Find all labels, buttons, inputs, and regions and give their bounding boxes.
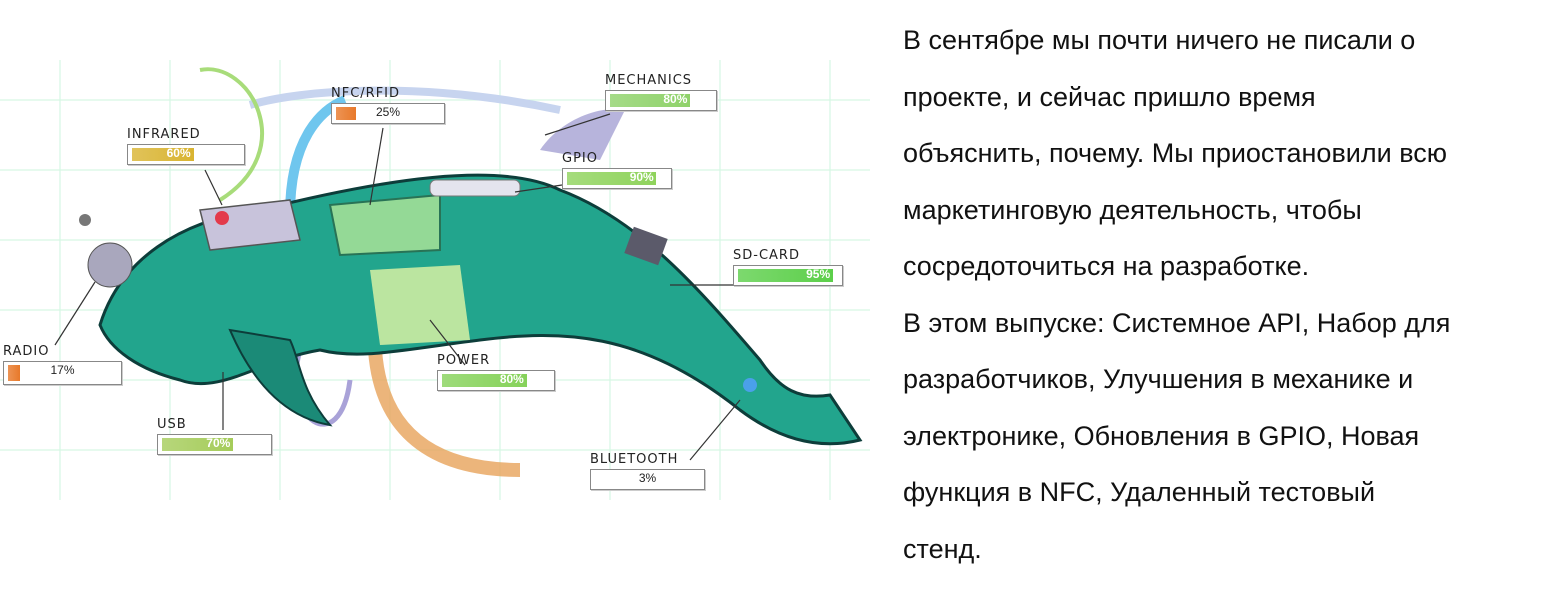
radio-label: Radio 17% xyxy=(3,344,122,385)
dolphin-illustration: Infrared 60% NFC/RFID 25% Mechanics 80% … xyxy=(0,60,870,500)
text-line: разработчиков, Улучшения в механике и xyxy=(903,364,1414,394)
progress-percent: 17% xyxy=(50,363,75,377)
sd-card-label: SD-Card 95% xyxy=(733,248,843,286)
progress-percent: 95% xyxy=(806,267,831,281)
progress-percent: 3% xyxy=(638,471,657,485)
progress-percent: 60% xyxy=(166,146,191,160)
nfc-rfid-label: NFC/RFID 25% xyxy=(331,86,445,124)
label-title: Bluetooth xyxy=(590,452,679,467)
progress-fill xyxy=(567,172,657,185)
text-line: объяснить, почему. Мы приостановили всю xyxy=(903,138,1447,168)
progress-bar: 80% xyxy=(605,90,717,111)
label-title: USB xyxy=(157,417,187,432)
progress-bar: 95% xyxy=(733,265,843,286)
progress-bar: 25% xyxy=(331,103,445,124)
mechanics-label: Mechanics 80% xyxy=(605,73,717,111)
article-text: В сентябре мы почти ничего не писали о п… xyxy=(903,12,1543,577)
progress-bar: 3% xyxy=(590,469,705,490)
progress-bar: 80% xyxy=(437,370,555,391)
label-title: Radio xyxy=(3,344,50,359)
progress-percent: 80% xyxy=(663,92,688,106)
usb-label: USB 70% xyxy=(157,417,272,455)
text-line: В сентябре мы почти ничего не писали о xyxy=(903,25,1416,55)
bluetooth-label: Bluetooth 3% xyxy=(590,452,705,490)
gpio-label: GPIO 90% xyxy=(562,151,672,189)
progress-percent: 90% xyxy=(629,170,654,184)
text-line: электронике, Обновления в GPIO, Новая xyxy=(903,420,1420,451)
label-title: GPIO xyxy=(562,151,598,166)
label-title: Power xyxy=(437,353,491,368)
text-line: функция в NFC, Удаленный тестовый xyxy=(903,477,1376,507)
label-title: SD-Card xyxy=(733,248,800,263)
progress-fill xyxy=(610,94,690,107)
progress-bar: 60% xyxy=(127,144,245,165)
progress-percent: 70% xyxy=(206,436,231,450)
infrared-label: Infrared 60% xyxy=(127,127,245,165)
progress-fill xyxy=(738,269,833,282)
text-line: проекте, и сейчас пришло время xyxy=(903,81,1316,112)
label-title: Mechanics xyxy=(605,73,693,88)
progress-bar: 17% xyxy=(3,361,122,385)
progress-fill xyxy=(8,365,20,381)
label-title: Infrared xyxy=(127,127,201,142)
text-line: сосредоточиться на разработке. xyxy=(903,251,1310,281)
progress-percent: 25% xyxy=(375,105,401,119)
progress-fill xyxy=(442,374,527,387)
text-line: маркетинговую деятельность, чтобы xyxy=(903,194,1362,225)
progress-fill xyxy=(132,148,194,161)
power-label: Power 80% xyxy=(437,353,555,391)
label-title: NFC/RFID xyxy=(331,86,401,101)
dolphin-drawing xyxy=(0,60,870,500)
text-line: В этом выпуске: Системное API, Набор для xyxy=(903,307,1451,338)
progress-fill xyxy=(162,438,234,451)
progress-fill xyxy=(336,107,356,120)
text-line: стенд. xyxy=(903,533,982,564)
progress-bar: 70% xyxy=(157,434,272,455)
progress-percent: 80% xyxy=(499,372,524,386)
progress-bar: 90% xyxy=(562,168,672,189)
